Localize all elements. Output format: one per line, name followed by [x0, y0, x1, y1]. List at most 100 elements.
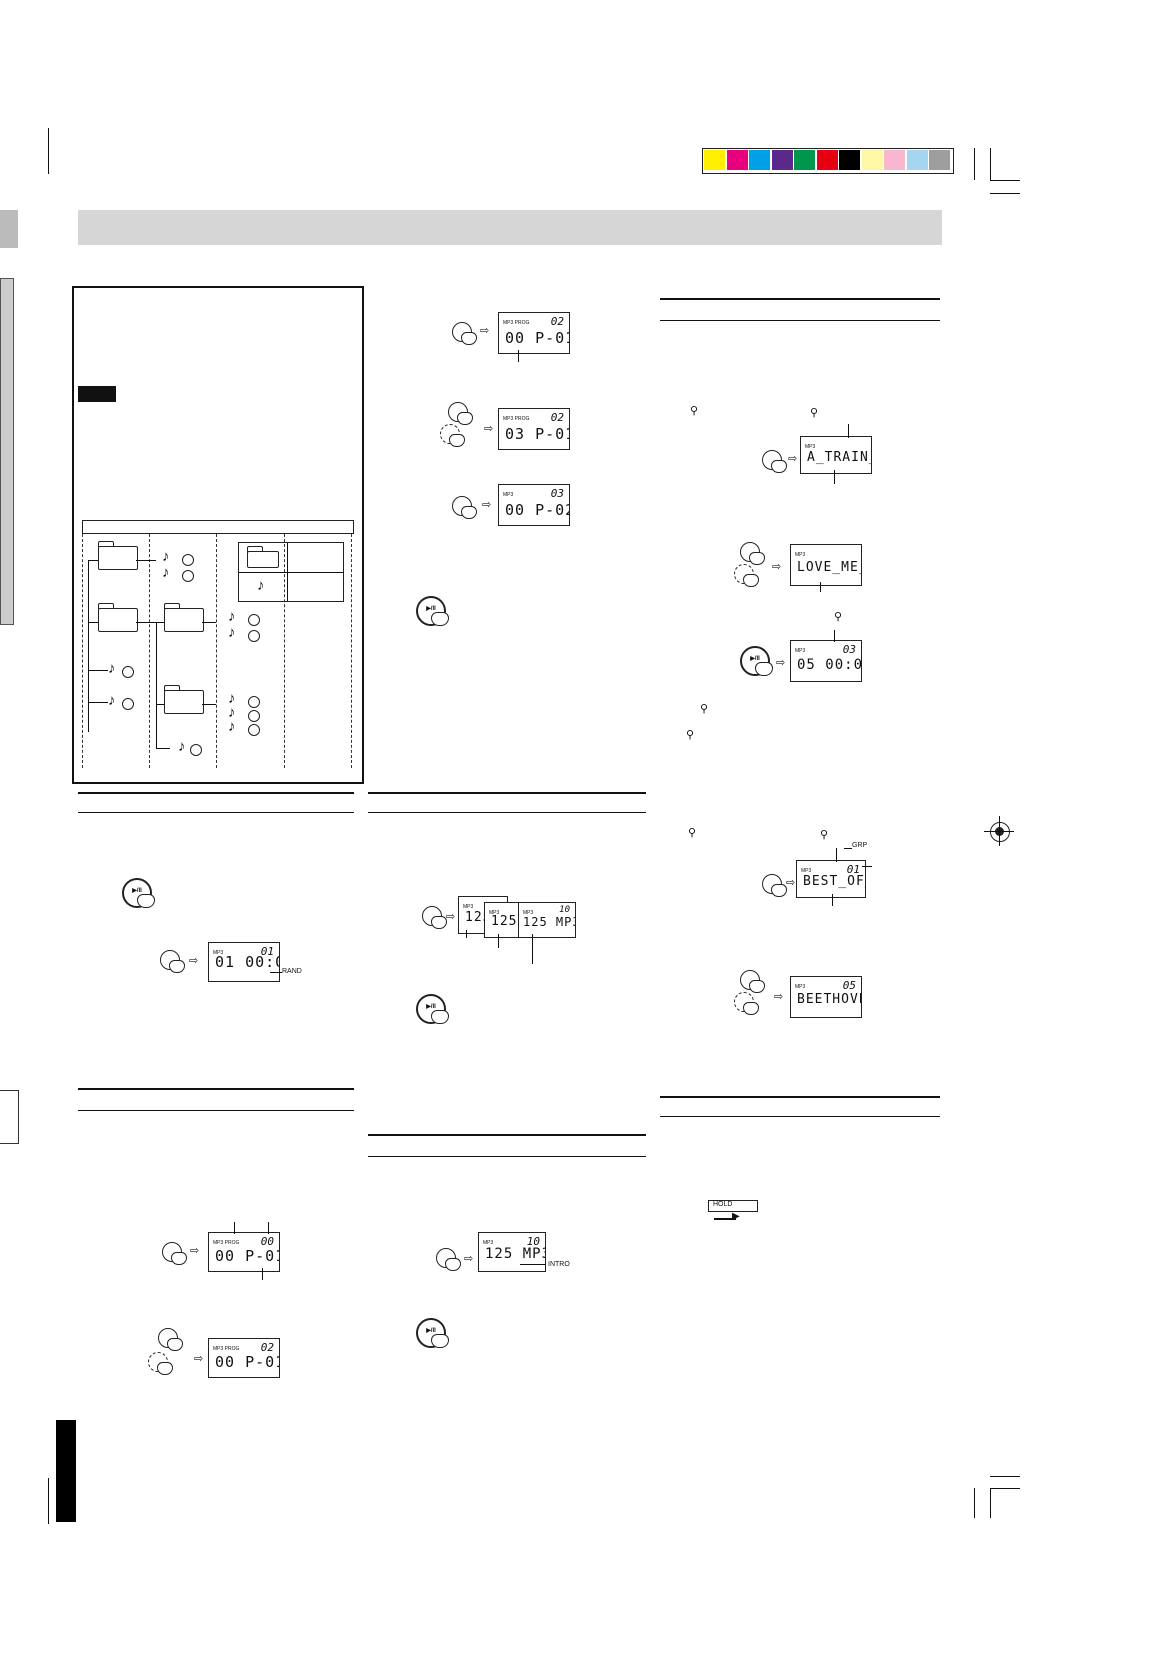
lcd-main: 01 00:02: [215, 953, 279, 971]
rand-indicator: RAND: [282, 968, 302, 975]
music-note-icon: ♪: [108, 692, 116, 709]
track-circle: [182, 570, 194, 582]
press-hand-icon: [452, 322, 477, 345]
play-pause-button[interactable]: ▶/II: [416, 596, 449, 626]
lcd-track: 02: [550, 315, 564, 328]
lcd-title-2: MP3 LOVE_ME_: [790, 544, 862, 586]
lcd-main: 125 MP3: [523, 915, 576, 929]
leader-line: [520, 1264, 546, 1265]
lcd-track: 10: [526, 1235, 540, 1248]
press-hand-icon: [160, 950, 185, 973]
track-circle: [122, 666, 134, 678]
lcd-main: 00 P-02: [505, 501, 570, 519]
arrow-icon: ⇨: [788, 453, 798, 465]
track-circle: [190, 744, 202, 756]
arrow-icon: ⇨: [482, 499, 492, 511]
key-icon: ⚲: [690, 405, 699, 417]
play-pause-button[interactable]: ▶/II: [416, 994, 449, 1024]
press-hand-icon: [422, 906, 447, 929]
section-rule: [78, 1110, 354, 1111]
info-box-badge: [78, 386, 116, 402]
leader-line: [834, 630, 835, 642]
press-hand-icon: [452, 496, 477, 519]
lcd-random: MP3 01 01 00:02: [208, 942, 280, 982]
side-tab: [0, 210, 18, 248]
section-rule: [78, 792, 354, 794]
arrow-icon: ⇨: [774, 991, 784, 1003]
side-tab: [0, 278, 14, 625]
lcd-main: BEETHOVE: [797, 992, 862, 1007]
folder-icon: [163, 685, 204, 714]
diagram-legend: ♪: [238, 542, 344, 602]
lcd-track: 10: [559, 905, 570, 915]
hold-arrow: [714, 1218, 736, 1220]
prev-button-hand[interactable]: [734, 564, 759, 587]
arrow-icon: ⇨: [776, 657, 786, 669]
music-note-icon: ♪: [228, 718, 236, 735]
lcd-track: 00: [260, 1235, 274, 1248]
hold-switch-value: HOLD: [713, 1201, 733, 1208]
section-rule: [368, 792, 646, 794]
track-circle: [248, 696, 260, 708]
folder-icon: [97, 541, 138, 570]
color-swatch: [726, 150, 748, 170]
next-button-hand[interactable]: [740, 970, 765, 993]
music-note-icon: ♪: [228, 690, 236, 707]
color-swatch: [794, 150, 815, 170]
lcd-track: 03: [842, 643, 856, 656]
lcd-main: BEST_OF_: [803, 874, 865, 889]
next-button-hand[interactable]: [448, 402, 473, 425]
leader-line: [832, 894, 833, 906]
crop-mark: [48, 128, 49, 174]
section-rule: [660, 1116, 940, 1117]
track-circle: [182, 554, 194, 566]
side-tab: [0, 1090, 19, 1144]
color-swatch: [816, 150, 838, 170]
color-swatch: [771, 150, 793, 170]
color-swatch: [839, 150, 860, 170]
lcd-program-1: MP3 PROG 00 00 P-01: [208, 1232, 280, 1272]
leader-line: [498, 934, 499, 948]
section-rule: [660, 298, 940, 300]
lcd-main: 00 P-01: [505, 329, 570, 347]
folder-icon: [246, 546, 279, 568]
folder-icon: [97, 603, 138, 632]
next-button-hand[interactable]: [158, 1328, 183, 1351]
leader-line: [270, 972, 282, 973]
play-pause-button[interactable]: ▶/II: [740, 646, 773, 676]
arrow-icon: ⇨: [772, 561, 782, 573]
leader-line: [532, 934, 533, 964]
lcd-track: 03: [550, 487, 564, 500]
lcd-track: 01: [846, 863, 860, 876]
next-button-hand[interactable]: [740, 542, 765, 565]
key-icon: ⚲: [820, 829, 829, 841]
press-hand-icon: [762, 450, 787, 473]
leader-line: [234, 1222, 235, 1234]
leader-line: [844, 848, 852, 849]
color-swatch: [749, 150, 770, 170]
lcd-main: 00 P-01: [215, 1247, 280, 1265]
prev-button-hand[interactable]: [148, 1352, 173, 1375]
play-pause-button[interactable]: ▶/II: [122, 878, 155, 908]
arrow-icon: ⇨: [480, 325, 490, 337]
leader-line: [862, 866, 872, 867]
lcd-bitrate-3: MP3 10 125 MP3: [518, 902, 576, 938]
crop-mark: [974, 1488, 975, 1518]
info-box: [72, 286, 364, 784]
music-note-icon: ♪: [162, 548, 170, 565]
color-bar: [702, 148, 954, 174]
lcd-prog-1: MP3 PROG 02 00 P-01: [498, 312, 570, 354]
hold-switch[interactable]: HOLD: [708, 1200, 758, 1212]
prev-button-hand[interactable]: [440, 424, 465, 447]
leader-line: [262, 1268, 263, 1280]
color-swatch: [929, 150, 950, 170]
lcd-main: A_TRAIN_: [807, 450, 872, 465]
leader-line: [466, 930, 467, 938]
prev-button-hand[interactable]: [734, 992, 759, 1015]
music-note-icon: ♪: [162, 564, 170, 581]
leader-line: [848, 424, 849, 438]
key-icon: ⚲: [688, 827, 697, 839]
folder-diagram: ♪ ♪ ♪ ♪ ♪ ♪ ♪ ♪ ♪ ♪ ♪: [82, 520, 354, 768]
play-pause-button[interactable]: ▶/II: [416, 1318, 449, 1348]
arrow-right-icon: ▶: [732, 1211, 740, 1222]
